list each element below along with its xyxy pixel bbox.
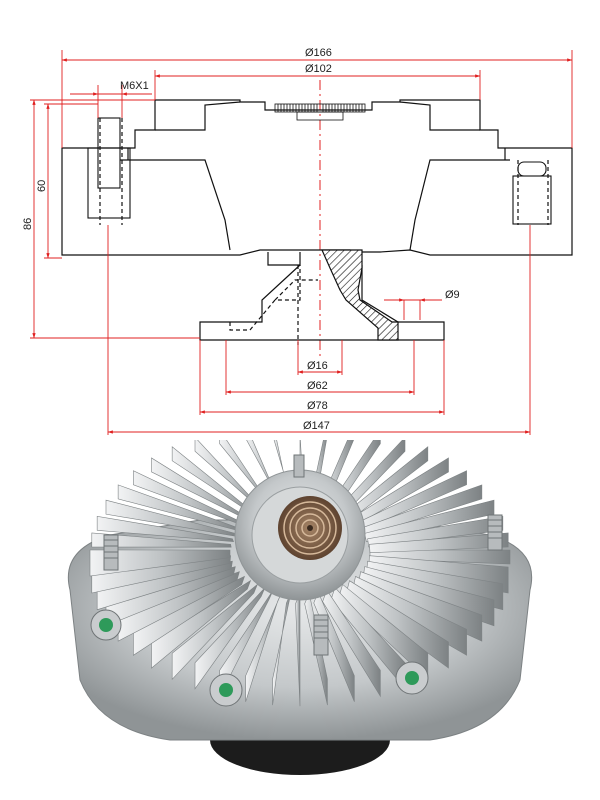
bearing-teeth: [274, 103, 366, 121]
cooling-fin: [322, 589, 381, 698]
clutch-section-outline: [61, 99, 573, 345]
stud-right: [487, 514, 503, 551]
stud-center: [313, 614, 329, 656]
cooling-fin: [272, 592, 292, 706]
stud-top: [293, 454, 305, 478]
cooling-fin: [96, 515, 235, 543]
fan-clutch-photo: [67, 440, 533, 775]
cooling-fin: [91, 532, 232, 548]
label-diameter-166: Ø166: [305, 47, 332, 59]
right-stud: [512, 161, 552, 225]
label-diameter-102: Ø102: [305, 63, 332, 75]
label-bore-16: Ø16: [307, 360, 328, 372]
nut-bottom-left: [209, 673, 243, 707]
left-stud: [87, 117, 131, 219]
bimetal-spring: [278, 496, 342, 560]
label-height-86: 86: [22, 218, 34, 230]
cooling-fin: [367, 515, 504, 548]
label-pilot-62: Ø62: [307, 380, 328, 392]
label-stud-circle-147: Ø147: [303, 420, 330, 432]
cooling-fin: [89, 549, 231, 577]
shaft-section-hatch: [321, 249, 399, 341]
label-height-60: 60: [36, 180, 48, 192]
cooling-fin: [194, 587, 266, 690]
cooling-fin: [245, 591, 283, 702]
label-bolt-circle-78: Ø78: [307, 400, 328, 412]
cooling-fin: [369, 532, 509, 554]
label-hole-9: Ø9: [445, 289, 460, 301]
technical-drawing: Ø166 Ø102 M6X1 86 60 Ø9 Ø16 Ø62 Ø78 Ø147: [22, 47, 573, 435]
stud-left: [103, 534, 119, 571]
cooling-fin: [171, 584, 258, 681]
cooling-fin: [364, 499, 495, 542]
label-stud-thread: M6X1: [120, 80, 149, 92]
nut-bottom-right: [395, 661, 429, 695]
nut-left: [90, 609, 122, 641]
